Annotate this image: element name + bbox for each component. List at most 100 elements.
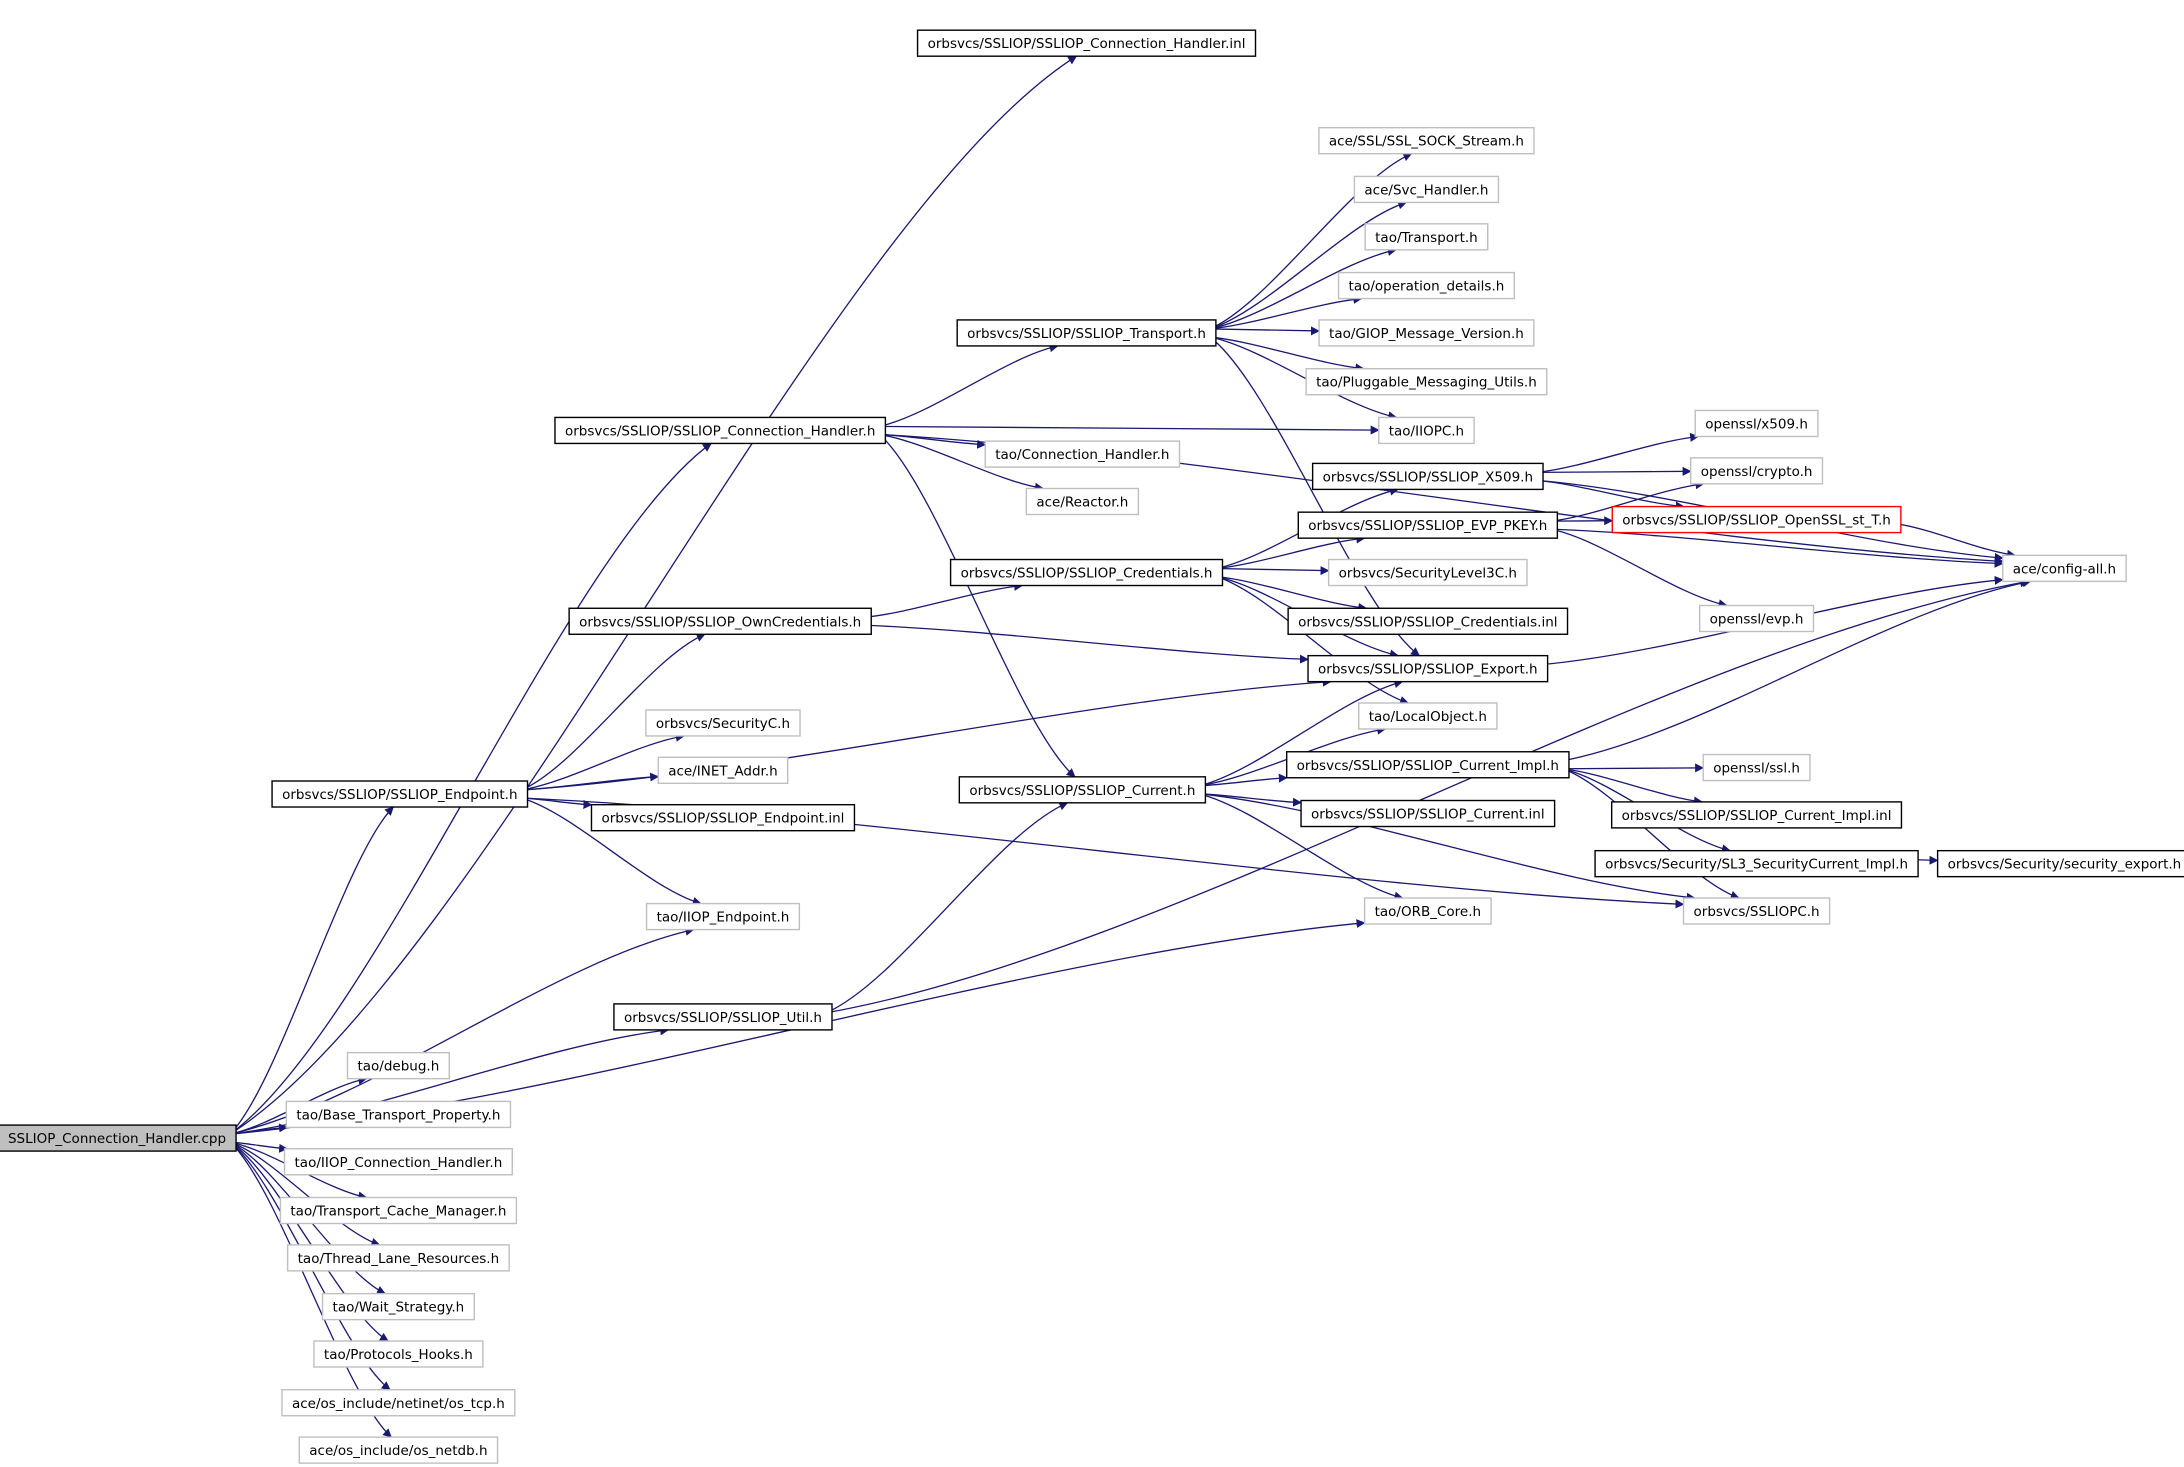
node-ssliop-connection-handler-cpp[interactable]: SSLIOP_Connection_Handler.cpp: [0, 1124, 237, 1152]
node-tao-pluggable-messaging-utils-h: tao/Pluggable_Messaging_Utils.h: [1305, 367, 1548, 396]
node-orbsvcs-ssliop-ssliop-endpoint-h[interactable]: orbsvcs/SSLIOP/SSLIOP_Endpoint.h: [271, 780, 529, 808]
edge-n2-to-n13: [879, 433, 1044, 492]
node-label: tao/IIOP_Endpoint.h: [657, 910, 790, 926]
edge-n8-to-n11: [1209, 336, 1398, 421]
edge-line: [521, 732, 685, 791]
edge-n2-to-n32: [878, 433, 1076, 778]
node-box: [1611, 505, 1902, 534]
edge-n19-to-n22: [1216, 575, 1368, 612]
edge-line: [879, 343, 1059, 428]
node-label: tao/Protocols_Hooks.h: [324, 1347, 473, 1363]
edge-line: [1209, 200, 1408, 330]
edge-line: [879, 433, 1044, 492]
node-label: orbsvcs/SSLIOP/SSLIOP_X509.h: [1323, 469, 1533, 485]
node-box: [0, 1124, 237, 1152]
node-orbsvcs-security-sl3-securitycurrent-impl-h[interactable]: orbsvcs/Security/SL3_SecurityCurrent_Imp…: [1594, 849, 1919, 878]
node-ace-svc-handler-h: ace/Svc_Handler.h: [1353, 175, 1500, 204]
node-box: [281, 1389, 516, 1417]
node-label: orbsvcs/Security/SL3_SecurityCurrent_Imp…: [1605, 857, 1908, 873]
edge-line: [1216, 575, 1368, 612]
edge-n29-to-n34: [1562, 768, 1703, 806]
edge-line: [1551, 480, 1705, 522]
node-orbsvcs-ssliop-ssliop-current-impl-h[interactable]: orbsvcs/SSLIOP/SSLIOP_Current_Impl.h: [1285, 751, 1570, 779]
node-box: [657, 756, 789, 785]
edge-line: [521, 677, 1332, 791]
node-box: [1702, 753, 1811, 782]
node-label: orbsvcs/SSLIOP/SSLIOP_Current_Impl.inl: [1622, 808, 1892, 824]
edge-line: [521, 633, 706, 791]
node-box: [1694, 409, 1819, 438]
edge-n8-to-n10: [1209, 336, 1365, 373]
node-orbsvcs-ssliop-ssliop-export-h[interactable]: orbsvcs/SSLIOP/SSLIOP_Export.h: [1307, 654, 1549, 683]
edge-line: [521, 797, 702, 906]
edge-line: [1216, 575, 1409, 705]
node-box: [298, 1436, 499, 1464]
node-orbsvcs-ssliop-ssliop-endpoint-inl[interactable]: orbsvcs/SSLIOP/SSLIOP_Endpoint.inl: [590, 803, 856, 832]
node-box: [286, 1244, 510, 1272]
node-orbsvcs-ssliop-ssliop-util-h[interactable]: orbsvcs/SSLIOP/SSLIOP_Util.h: [613, 1003, 833, 1031]
edge-n29-to-n38: [1562, 768, 1740, 900]
node-label: ace/INET_Addr.h: [668, 763, 777, 779]
node-box: [916, 29, 1257, 57]
node-label: orbsvcs/SSLIOP/SSLIOP_OpenSSL_st_T.h: [1622, 513, 1891, 529]
node-label: orbsvcs/SSLIOP/SSLIOP_Export.h: [1318, 662, 1538, 678]
node-box: [590, 803, 856, 832]
node-orbsvcs-ssliop-ssliop-connection-handler-h[interactable]: orbsvcs/SSLIOP/SSLIOP_Connection_Handler…: [554, 416, 887, 445]
node-orbsvcs-ssliop-ssliop-transport-h[interactable]: orbsvcs/SSLIOP/SSLIOP_Transport.h: [956, 319, 1217, 347]
edge-line: [229, 1141, 389, 1342]
edge-n8-to-n9: [1209, 326, 1320, 336]
edge-n8-to-n5: [1209, 200, 1408, 330]
edge-line: [1209, 336, 1365, 373]
edge-line: [1216, 566, 1330, 576]
node-orbsvcs-ssliop-ssliop-current-impl-inl[interactable]: orbsvcs/SSLIOP/SSLIOP_Current_Impl.inl: [1610, 801, 1903, 829]
node-box: [1337, 271, 1516, 300]
edge-line: [879, 433, 987, 449]
node-box: [645, 902, 801, 931]
node-box: [1378, 416, 1475, 445]
node-tao-iiop-endpoint-h: tao/IIOP_Endpoint.h: [645, 902, 801, 931]
node-label: tao/IIOP_Connection_Handler.h: [295, 1155, 503, 1171]
node-tao-iiopc-h: tao/IIOPC.h: [1378, 416, 1475, 445]
node-orbsvcs-ssliop-ssliop-credentials-h[interactable]: orbsvcs/SSLIOP/SSLIOP_Credentials.h: [949, 558, 1224, 587]
edge-n17-to-n16: [1551, 480, 1705, 522]
edge-n29-to-n3: [1562, 578, 2032, 762]
edge-n8-to-n6: [1209, 247, 1397, 330]
node-label: tao/Wait_Strategy.h: [333, 1300, 465, 1316]
node-ace-os-include-os-netdb-h: ace/os_include/os_netdb.h: [298, 1436, 499, 1464]
node-label: tao/Transport_Cache_Manager.h: [290, 1204, 506, 1220]
node-orbsvcs-ssliop-ssliop-current-inl[interactable]: orbsvcs/SSLIOP/SSLIOP_Current.inl: [1300, 799, 1556, 828]
edge-n2-to-n8: [879, 343, 1059, 428]
node-orbsvcs-ssliop-ssliop-current-h[interactable]: orbsvcs/SSLIOP/SSLIOP_Current.h: [958, 776, 1207, 804]
node-tao-debug-h: tao/debug.h: [346, 1051, 450, 1080]
edge-n0-to-n45: [229, 1141, 381, 1247]
node-box: [958, 776, 1207, 804]
edge-line: [1209, 247, 1397, 330]
edge-n32-to-n37: [1199, 793, 1404, 901]
node-orbsvcs-securitylevel3c-h: orbsvcs/SecurityLevel3C.h: [1327, 558, 1528, 587]
node-box: [1327, 558, 1528, 587]
node-orbsvcs-security-security-export-h[interactable]: orbsvcs/Security/security_export.h: [1936, 849, 2184, 878]
node-box: [984, 440, 1181, 468]
node-orbsvcs-ssliop-ssliop-connection-handler-inl[interactable]: orbsvcs/SSLIOP/SSLIOP_Connection_Handler…: [916, 29, 1257, 57]
node-label: tao/Transport.h: [1375, 230, 1478, 246]
node-tao-transport-h: tao/Transport.h: [1364, 223, 1489, 251]
node-orbsvcs-ssliop-ssliop-evp-pkey-h[interactable]: orbsvcs/SSLIOP/SSLIOP_EVP_PKEY.h: [1297, 511, 1559, 539]
node-box: [1594, 849, 1919, 878]
node-tao-transport-cache-manager-h: tao/Transport_Cache_Manager.h: [279, 1196, 518, 1225]
edge-line: [1562, 768, 1740, 900]
edge-line: [1551, 528, 1728, 609]
edge-n17-to-n23: [1551, 528, 1728, 609]
edge-n15-to-n14: [1536, 432, 1700, 474]
edge-line: [825, 578, 2030, 1014]
edge-n28-to-n21: [521, 633, 706, 791]
edge-line: [1537, 466, 1692, 476]
node-tao-thread-lane-resources-h: tao/Thread_Lane_Resources.h: [286, 1244, 510, 1272]
node-box: [1297, 511, 1559, 539]
node-orbsvcs-ssliop-ssliop-x509-h[interactable]: orbsvcs/SSLIOP/SSLIOP_X509.h: [1311, 462, 1544, 491]
node-orbsvcs-ssliop-ssliop-credentials-inl[interactable]: orbsvcs/SSLIOP/SSLIOP_Credentials.inl: [1287, 607, 1569, 635]
node-box: [271, 780, 529, 808]
node-box: [283, 1148, 513, 1176]
node-ace-reactor-h: ace/Reactor.h: [1025, 487, 1140, 516]
node-orbsvcs-ssliop-ssliop-owncredentials-h[interactable]: orbsvcs/SSLIOP/SSLIOP_OwnCredentials.h: [568, 607, 872, 635]
node-layer: SSLIOP_Connection_Handler.cpp orbsvcs/SSL…: [0, 29, 2184, 1464]
